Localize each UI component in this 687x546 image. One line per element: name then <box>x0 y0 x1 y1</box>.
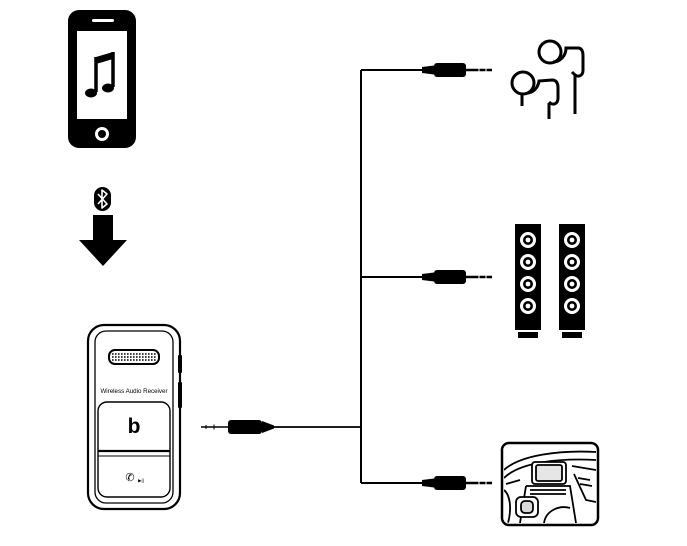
call-button-icon[interactable]: ✆ <box>125 472 134 484</box>
smartphone-icon <box>68 10 136 148</box>
device-output-cable <box>201 420 361 434</box>
left-speaker <box>515 224 541 338</box>
bluetooth-icon <box>94 187 111 211</box>
audio-jack-icon <box>422 476 492 490</box>
speakers-icon <box>515 224 585 338</box>
right-speaker <box>559 224 585 338</box>
speaker-grille <box>108 349 160 365</box>
audio-jack-icon <box>422 270 492 284</box>
bluetooth-button-glyph[interactable]: b <box>128 415 141 438</box>
earphones-icon <box>510 39 585 119</box>
play-pause-label: ▶|| <box>138 478 144 483</box>
audio-jack-icon <box>422 63 492 77</box>
car-dashboard-icon <box>500 441 600 527</box>
device-label: Wireless Audio Receiver <box>100 388 167 395</box>
music-note-icon <box>85 52 115 98</box>
receiver-device: Wireless Audio Receiver b ✆ ▶|| <box>86 323 182 511</box>
splitter-cable <box>360 69 424 484</box>
down-arrow-icon <box>79 215 127 266</box>
